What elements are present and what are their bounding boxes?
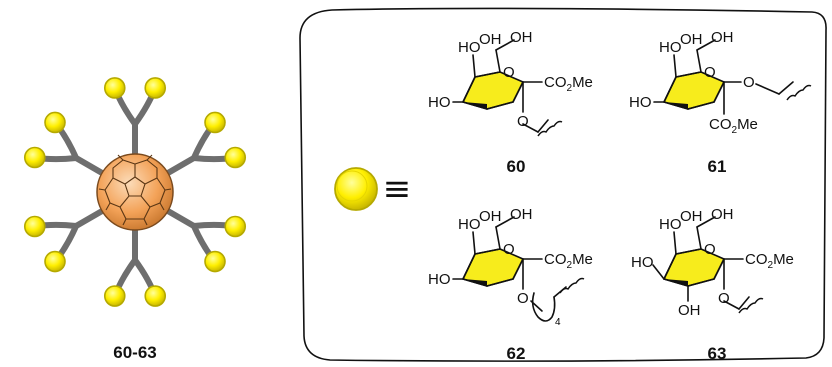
structure-62: HO OH OH HO O CO2Me O 4 62 [428,206,593,363]
svg-text:HO: HO [659,39,682,56]
sugar-ball-8 [44,250,66,273]
structure-60: HO OH OH HO O CO2Me O 60 [428,29,593,176]
sugar-ball-set [23,77,247,307]
svg-text:O: O [517,113,529,130]
sugar-ball-11 [44,111,66,134]
svg-text:OH: OH [680,208,703,225]
svg-text:OH: OH [680,31,703,48]
svg-text:CO2Me: CO2Me [709,116,758,136]
svg-text:O: O [517,290,529,307]
svg-text:HO: HO [629,94,652,111]
compound-label-63: 63 [708,344,727,363]
svg-text:OH: OH [678,302,701,319]
svg-text:4: 4 [555,317,561,328]
linker-arm [163,207,239,265]
sugar-ball-2 [204,111,226,134]
compound-label-61: 61 [708,157,727,176]
svg-text:O: O [743,74,755,91]
svg-text:HO: HO [428,94,451,111]
svg-text:OH: OH [510,29,533,46]
svg-text:CO2Me: CO2Me [544,251,593,271]
sugar-ball-7 [103,285,126,307]
svg-text:OH: OH [711,29,734,46]
svg-text:HO: HO [631,254,654,271]
conjugate-label: 60-63 [113,343,156,362]
svg-text:O: O [704,241,716,258]
svg-text:HO: HO [428,271,451,288]
svg-text:O: O [704,64,716,81]
svg-text:O: O [503,64,515,81]
svg-text:HO: HO [458,39,481,56]
svg-text:OH: OH [510,206,533,223]
svg-text:OH: OH [479,31,502,48]
compound-label-60: 60 [507,157,526,176]
linker-arm [111,84,159,159]
structure-61: HO OH OH HO O O CO2Me 61 [629,29,812,176]
linker-arm [31,119,107,177]
linker-arm [111,225,159,300]
structure-63: HO OH OH HO OH O CO2Me O 63 [631,206,794,363]
svg-text:HO: HO [659,216,682,233]
svg-text:OH: OH [711,206,734,223]
linker-arm [31,207,107,265]
svg-text:O: O [503,241,515,258]
svg-text:O: O [718,290,730,307]
legend-frame [299,7,827,362]
sugar-ball-0 [103,77,126,99]
sugar-ball-4 [224,215,247,238]
compound-label-62: 62 [507,344,526,363]
fullerene-core [96,153,174,231]
sugar-ball-10 [23,146,46,169]
sugar-ball-9 [23,215,46,238]
sugar-ball-5 [204,250,226,273]
sugar-ball-6 [144,285,167,307]
equivalence-symbol: ≡ [383,169,412,209]
sugar-ball-3 [224,146,247,169]
svg-text:CO2Me: CO2Me [544,74,593,94]
svg-text:OH: OH [479,208,502,225]
legend-ball [334,167,378,211]
svg-text:HO: HO [458,216,481,233]
svg-text:CO2Me: CO2Me [745,251,794,271]
linker-arm [163,119,239,177]
sugar-ball-1 [144,77,167,99]
glycofullerene-conjugate: 60-63 [23,77,247,362]
